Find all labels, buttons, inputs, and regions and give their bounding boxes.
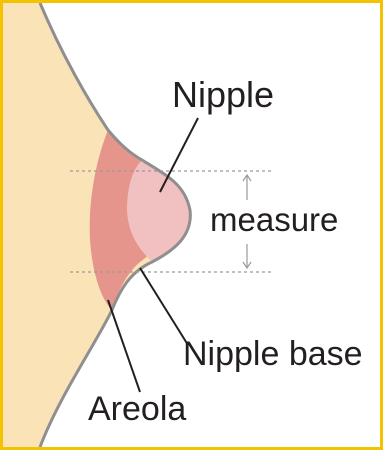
- label-measure: measure: [210, 201, 338, 238]
- label-nipple: Nipple: [172, 74, 274, 115]
- label-nipple-base: Nipple base: [183, 335, 363, 373]
- label-areola: Areola: [88, 390, 186, 428]
